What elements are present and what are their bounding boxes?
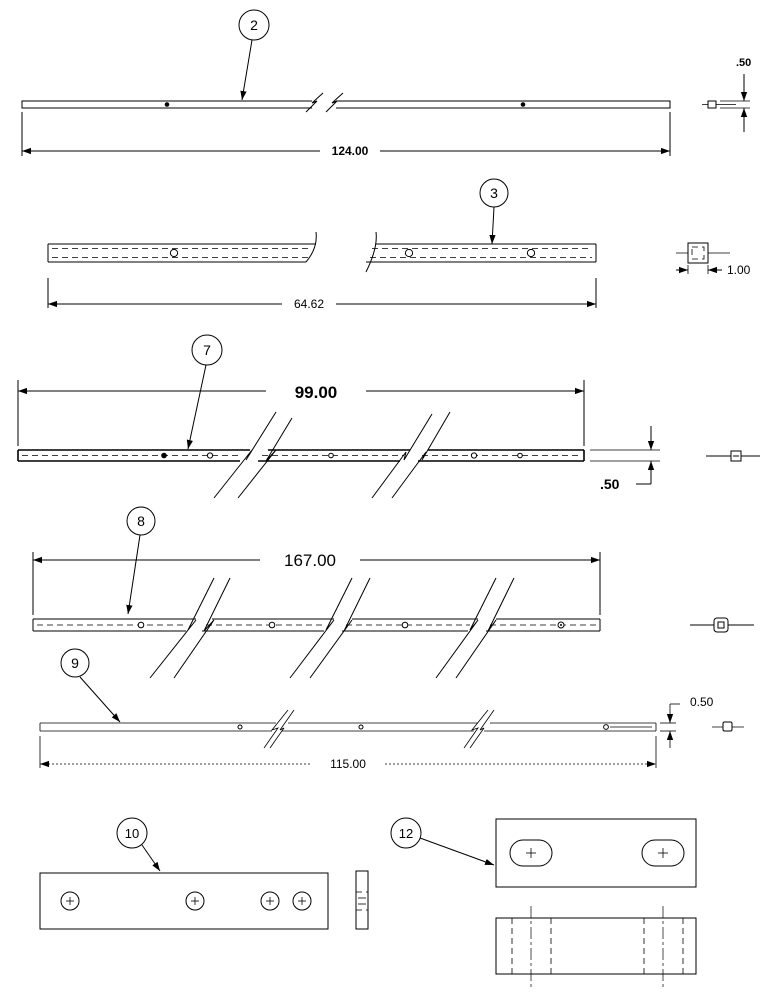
- part-10-balloon: [116, 817, 148, 849]
- part-8-break-1: [149, 577, 215, 679]
- part-2-length-dim: 124.00: [332, 144, 369, 158]
- part-10-plate: [39, 872, 329, 930]
- part-9-break-3: [463, 709, 489, 749]
- part-7-break-4: [391, 411, 451, 499]
- part-8-break-4: [309, 577, 371, 679]
- part-2-section-view: .50: [702, 57, 751, 132]
- part-2-balloon: [238, 9, 270, 41]
- part-2-balloon-number: 2: [250, 17, 258, 33]
- part-9-hole: [237, 724, 243, 730]
- part-7-hole: [206, 452, 214, 459]
- part-7-break-2: [237, 417, 293, 499]
- part-7-break-1: [213, 411, 277, 499]
- part-7-hole: [470, 452, 478, 459]
- part-9-balloon: [60, 648, 90, 678]
- part-3-hole: [169, 248, 179, 258]
- part-12: 12: [390, 817, 697, 988]
- part-2-section-dim: .50: [736, 57, 751, 69]
- part-8-break-6: [455, 577, 515, 679]
- part-12-slot: [509, 839, 553, 867]
- part-7-hole: [328, 452, 334, 459]
- part-3-break-right: [365, 231, 377, 273]
- part-2-hole: [164, 102, 170, 107]
- part-10-side-view: [355, 870, 369, 930]
- part-2-break-right: [325, 92, 344, 113]
- part-2-hole: [520, 102, 526, 107]
- part-8-hole: [137, 621, 145, 629]
- part-3-section-view: 1.00: [676, 242, 751, 277]
- part-12-slot: [641, 839, 685, 867]
- part-10-hole: [260, 891, 280, 911]
- part-3-hole: [404, 248, 414, 258]
- part-12-front-view: [495, 906, 697, 988]
- part-7-length-dim: 99.00: [295, 383, 338, 402]
- part-10-hole: [60, 891, 80, 911]
- part-9-break-4: [469, 709, 495, 749]
- part-7-hole: [517, 452, 523, 459]
- part-9-balloon-number: 9: [71, 655, 79, 671]
- part-9-section-dim: 0.50: [690, 695, 714, 709]
- part-9: 9 115.00 0.50: [39, 648, 744, 771]
- part-9-length-dim: 115.00: [330, 757, 366, 771]
- part-8-break-5: [435, 577, 497, 679]
- part-8-break-2: [173, 577, 231, 679]
- part-7-break-3: [371, 413, 433, 499]
- part-9-hole: [358, 724, 364, 730]
- part-2-break-left: [305, 92, 324, 113]
- part-9-break-1: [263, 709, 289, 749]
- part-7-hole: [161, 452, 167, 459]
- part-12-balloon-number: 12: [399, 826, 413, 841]
- part-2: 2 124.00 .50: [21, 9, 751, 158]
- part-8-hole: [268, 621, 276, 629]
- part-3-balloon-number: 3: [490, 185, 498, 201]
- part-8-length-dim: 167.00: [284, 551, 336, 570]
- part-3-break-left: [305, 231, 317, 263]
- part-3-section-dim: 1.00: [727, 263, 751, 277]
- part-7-section-dim: .50: [600, 476, 620, 492]
- part-7-balloon-number: 7: [203, 342, 211, 358]
- part-8-break-3: [289, 577, 353, 679]
- part-8-hole: [560, 624, 562, 626]
- part-3-hole: [526, 248, 536, 258]
- part-9-hole: [603, 724, 609, 730]
- part-8-section-view: [690, 617, 754, 633]
- part-10-hole: [185, 891, 205, 911]
- part-8: 8 167.00: [32, 506, 754, 679]
- part-8-hole: [401, 621, 409, 629]
- part-7: 7 99.00 .50: [17, 334, 760, 499]
- part-10-hole: [292, 891, 312, 911]
- part-8-balloon-number: 8: [137, 513, 145, 529]
- part-7-balloon: [191, 334, 223, 366]
- part-10: 10: [39, 817, 369, 930]
- part-2-bar-right: [331, 100, 671, 109]
- part-12-plate: [495, 818, 697, 888]
- part-7-section-view: [706, 450, 760, 462]
- part-3: 3 64.62 1.00: [47, 178, 751, 311]
- part-8-balloon: [126, 506, 156, 536]
- part-9-section-view: [712, 721, 744, 732]
- part-9-break-2: [269, 709, 295, 749]
- part-3-length-dim: 64.62: [294, 297, 324, 311]
- part-12-balloon: [390, 817, 422, 849]
- part-10-balloon-number: 10: [125, 826, 139, 841]
